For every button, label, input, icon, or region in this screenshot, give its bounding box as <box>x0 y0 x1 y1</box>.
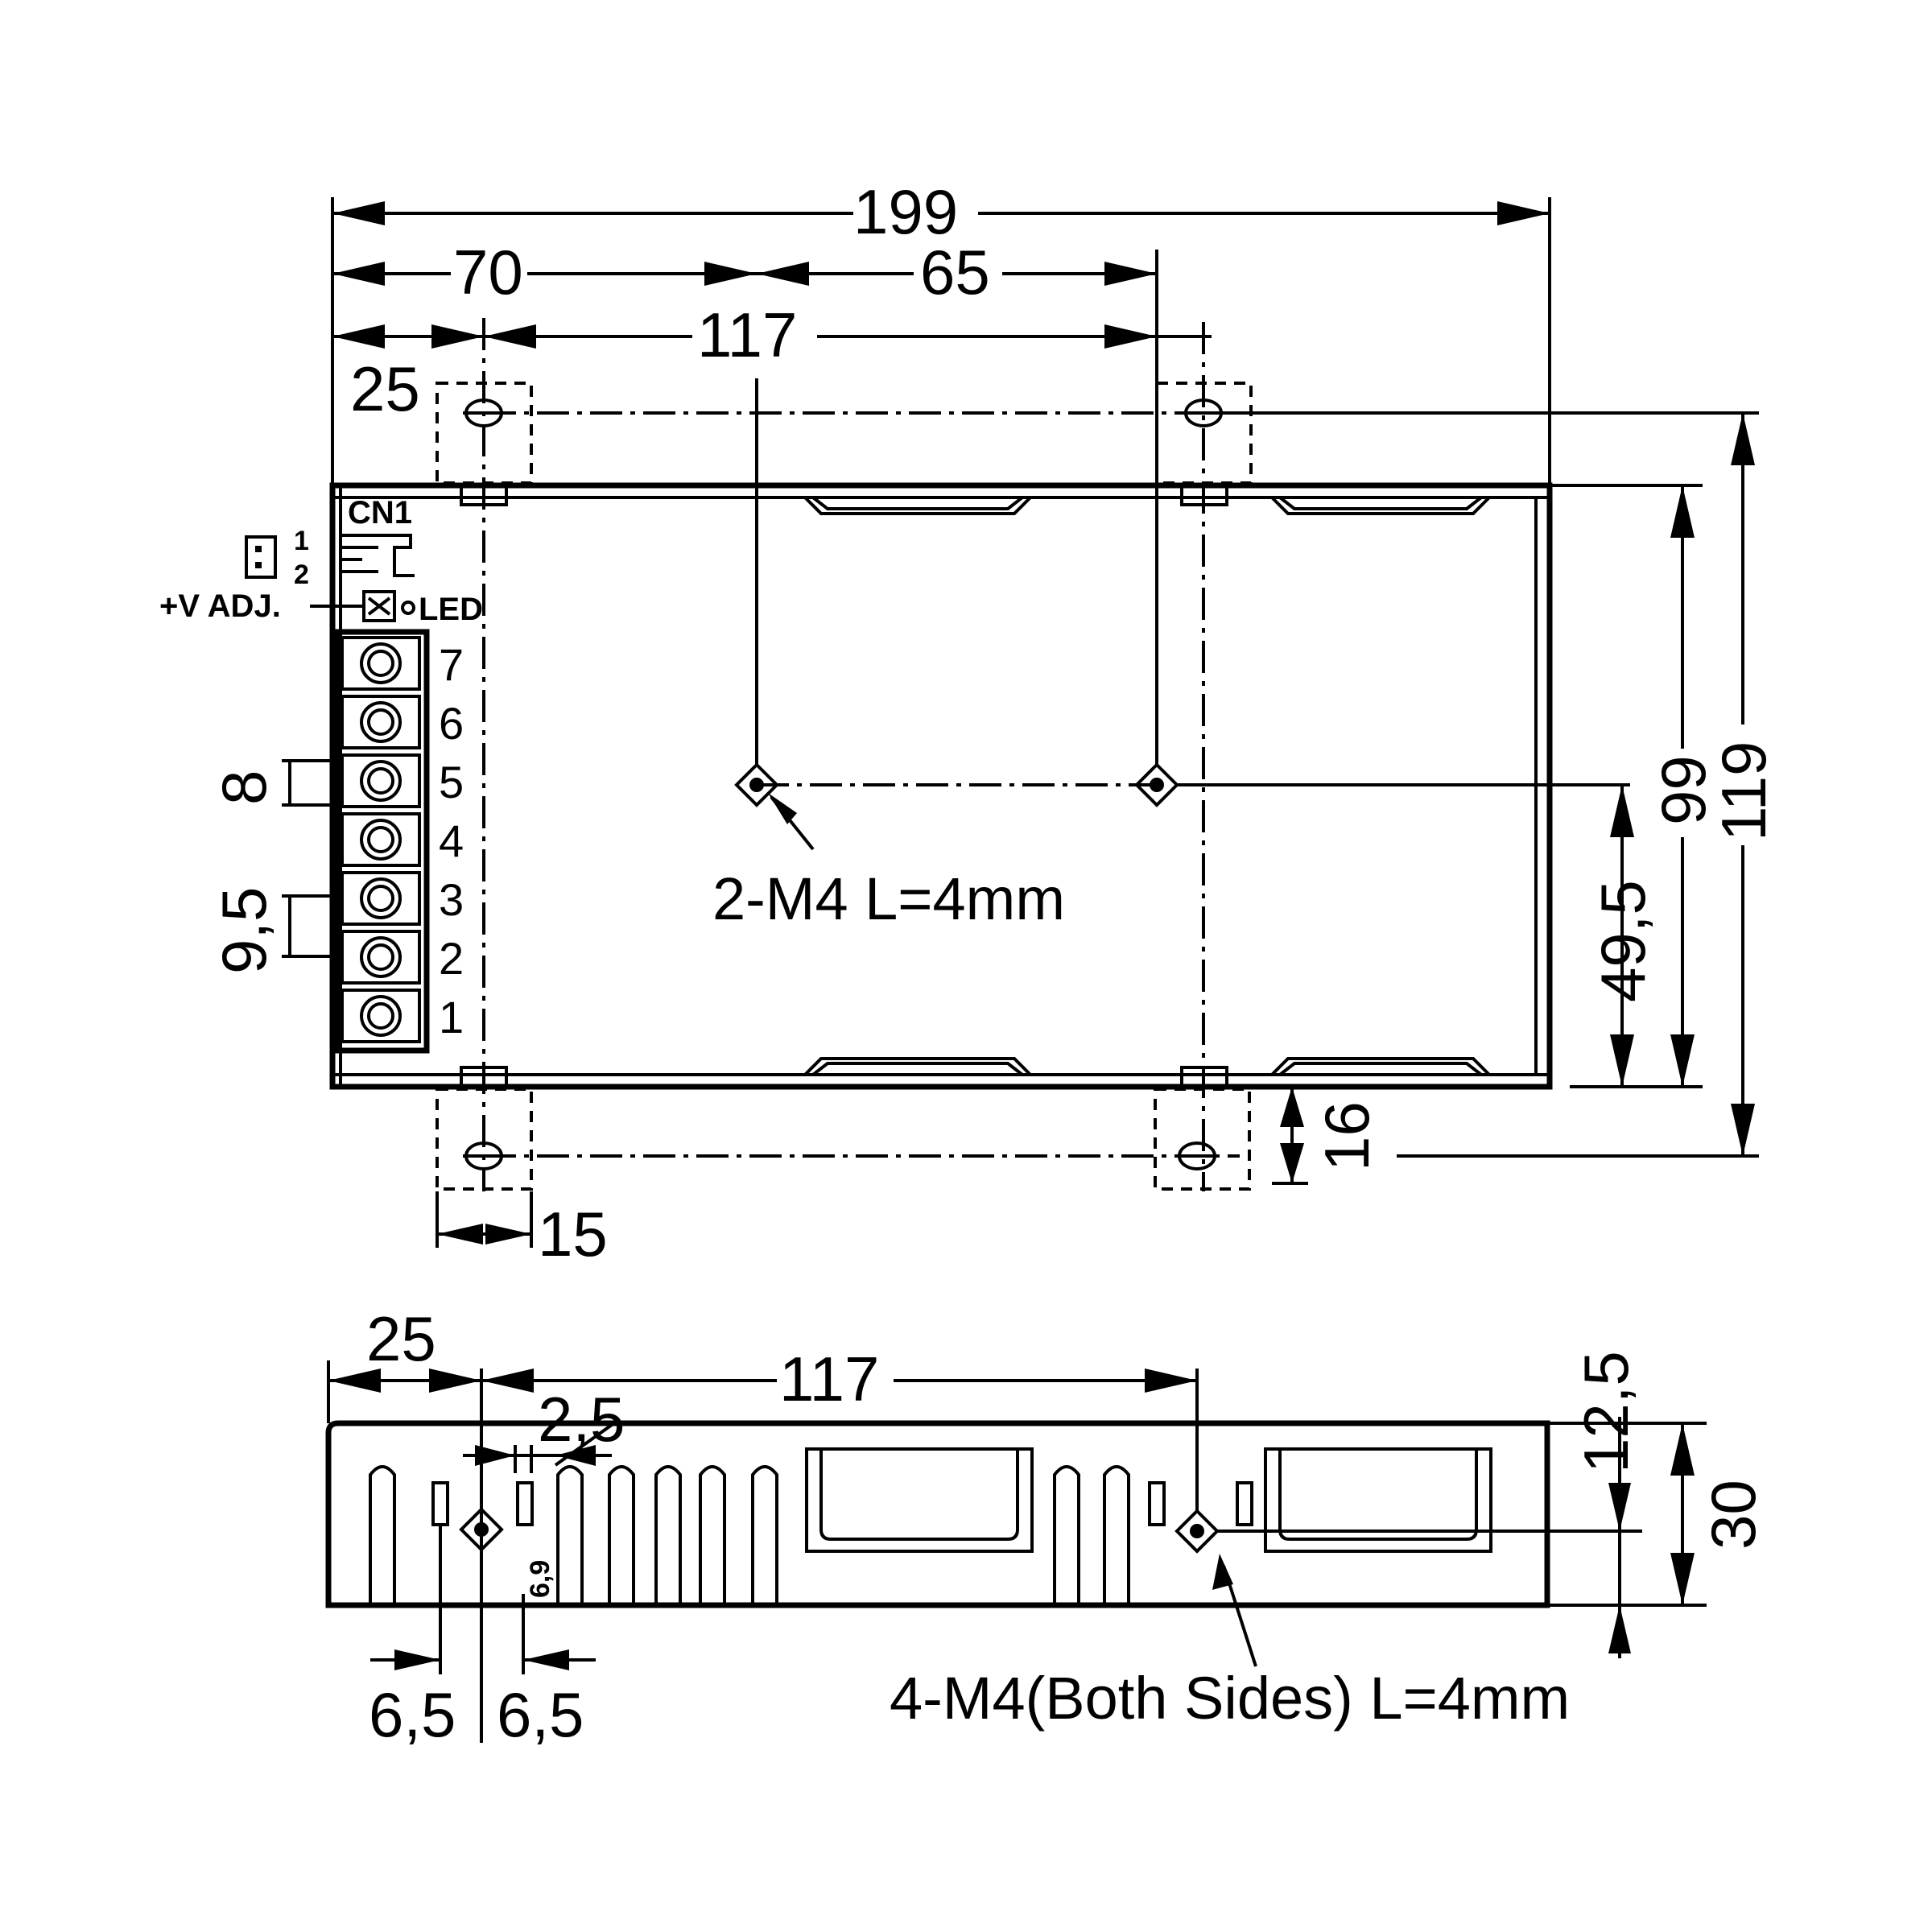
cn1-pin-2-dot <box>255 562 262 568</box>
terminal-screws <box>341 636 421 1043</box>
side-vent-slots <box>369 1465 1130 1605</box>
side-window-right <box>1264 1447 1492 1553</box>
side-dim-2-5: 2,5 <box>538 1384 625 1455</box>
side-view: 4-M4(Both Sides) L=4mm 25 117 2,5 6,9 6,… <box>325 1303 1769 1750</box>
screw-hole-left <box>734 762 779 807</box>
dim-9-5: 9,5 <box>208 887 279 974</box>
side-small-slot-3 <box>1148 1481 1166 1526</box>
terminal-label-3: 3 <box>439 874 464 925</box>
cn1-label: CN1 <box>348 495 412 530</box>
led-label: LED <box>419 592 483 627</box>
side-dim-6-5-right: 6,5 <box>497 1679 584 1750</box>
terminal-label-6: 6 <box>439 698 464 749</box>
dim-25-top: 25 <box>350 353 420 424</box>
terminal-label-4: 4 <box>439 815 464 866</box>
dim-199: 199 <box>853 176 958 247</box>
dim-70: 70 <box>453 237 523 308</box>
cn1-connector <box>342 534 415 577</box>
cn1-pin-header <box>245 535 277 579</box>
side-chassis-outline <box>325 1420 1550 1608</box>
side-small-slot-1 <box>431 1481 449 1526</box>
side-dim-6-9: 6,9 <box>525 1560 555 1598</box>
terminal-label-5: 5 <box>439 757 464 807</box>
dim-99: 99 <box>1648 755 1719 825</box>
side-leader-arrowhead <box>1212 1554 1233 1590</box>
dim-8: 8 <box>208 770 279 805</box>
side-dim-12-5: 12,5 <box>1571 1351 1641 1473</box>
v-adj-label: +V ADJ. <box>159 588 281 624</box>
cn1-pin-2-label: 2 <box>294 559 309 590</box>
side-window-left <box>805 1447 1034 1553</box>
side-dim-6-5-left: 6,5 <box>369 1679 456 1750</box>
dim-15: 15 <box>538 1199 608 1269</box>
vent-tab-bottom-2 <box>1270 1057 1491 1076</box>
dim-117-top: 117 <box>697 299 797 370</box>
cn1-pin-1-dot <box>255 546 262 552</box>
terminal-label-1: 1 <box>439 992 464 1042</box>
vent-tab-top-2 <box>1270 496 1491 515</box>
side-dim-30: 30 <box>1698 1480 1769 1550</box>
side-screw-note: 4-M4(Both Sides) L=4mm <box>890 1665 1570 1732</box>
top-screw-note: 2-M4 L=4mm <box>712 865 1065 932</box>
side-small-slot-2 <box>516 1481 534 1526</box>
vent-tab-bottom-1 <box>803 1057 1032 1076</box>
leader-arrowhead <box>768 793 797 824</box>
vent-tab-top-1 <box>803 496 1032 515</box>
terminal-block <box>335 629 430 1054</box>
side-leader-2-5 <box>554 1423 613 1467</box>
side-small-slot-4 <box>1236 1481 1253 1526</box>
terminal-label-7: 7 <box>439 639 464 690</box>
top-view: 2-M4 L=4mm 199 70 65 117 25 <box>159 176 1779 1269</box>
side-dim-25: 25 <box>366 1303 436 1374</box>
led-indicator <box>401 601 415 615</box>
screw-hole-right <box>1134 762 1179 807</box>
dim-65: 65 <box>920 237 990 308</box>
v-adj-pot-mark <box>367 597 391 616</box>
dim-49-5: 49,5 <box>1587 880 1658 1002</box>
dim-16: 16 <box>1311 1101 1382 1171</box>
dim-119: 119 <box>1708 741 1779 841</box>
terminal-label-2: 2 <box>439 933 464 984</box>
cn1-pin-1-label: 1 <box>294 526 309 556</box>
side-screw-hole-right <box>1174 1509 1220 1554</box>
side-dim-117: 117 <box>779 1344 879 1414</box>
v-adj-potentiometer <box>362 590 396 622</box>
